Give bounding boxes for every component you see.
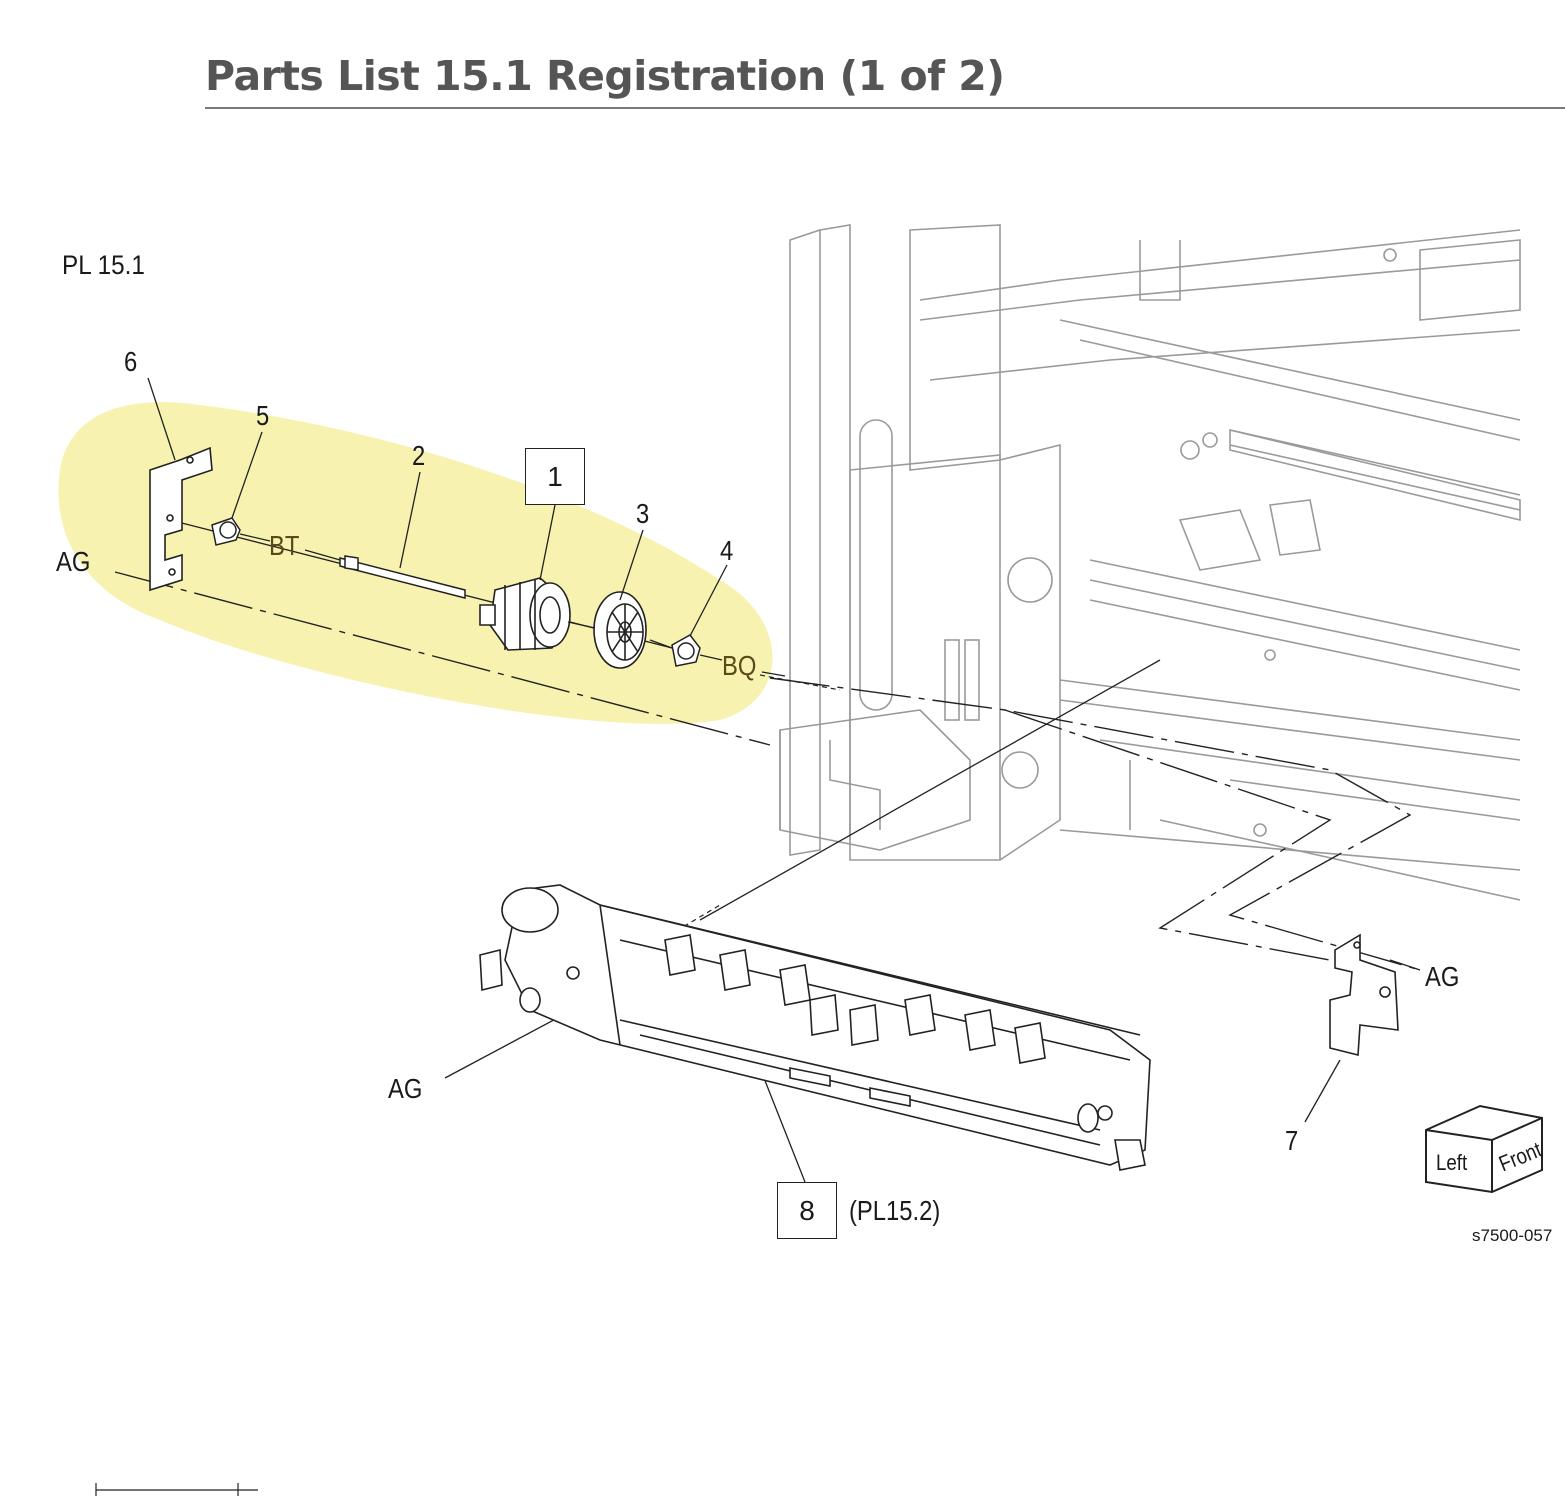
part-5-bearing bbox=[211, 517, 241, 546]
ref-bt: BT bbox=[269, 530, 300, 561]
callout-6: 6 bbox=[124, 346, 138, 377]
ref-bq: BQ bbox=[722, 650, 757, 681]
page-title: Parts List 15.1 Registration (1 of 2) bbox=[205, 52, 1005, 100]
part-1-roller bbox=[479, 577, 571, 651]
alignment-lines bbox=[114, 571, 1421, 971]
callout-4: 4 bbox=[720, 535, 734, 566]
part-7-bracket bbox=[1329, 933, 1399, 1057]
part-4-bearing bbox=[671, 634, 701, 667]
callout-2: 2 bbox=[412, 440, 426, 471]
callout-7: 7 bbox=[1285, 1125, 1299, 1156]
orientation-left: Left bbox=[1436, 1150, 1468, 1175]
figure-id: s7500-057 bbox=[1472, 1226, 1553, 1245]
ref-ag-bottom: AG bbox=[388, 1073, 423, 1104]
printer-frame bbox=[779, 224, 1521, 901]
callout-3: 3 bbox=[636, 498, 650, 529]
part-6-bracket bbox=[149, 446, 213, 592]
plate-label: PL 15.1 bbox=[62, 250, 145, 280]
title-rule bbox=[205, 107, 1565, 109]
part-8-registration-assembly bbox=[479, 884, 1151, 1171]
part-2-shaft bbox=[339, 555, 466, 599]
callout-8: 8 bbox=[777, 1182, 837, 1239]
part-3-gear bbox=[593, 591, 647, 669]
leader-lines bbox=[147, 377, 1421, 1183]
ref-ag-left: AG bbox=[56, 546, 91, 577]
ref-ag-right: AG bbox=[1425, 961, 1460, 992]
ref-pl15-2: (PL15.2) bbox=[849, 1195, 941, 1226]
highlight-area bbox=[58, 402, 773, 724]
orientation-cube: Left Front bbox=[1422, 1100, 1547, 1195]
callout-5: 5 bbox=[256, 400, 270, 431]
callout-1: 1 bbox=[525, 448, 585, 505]
cube-icon bbox=[1425, 1104, 1543, 1194]
